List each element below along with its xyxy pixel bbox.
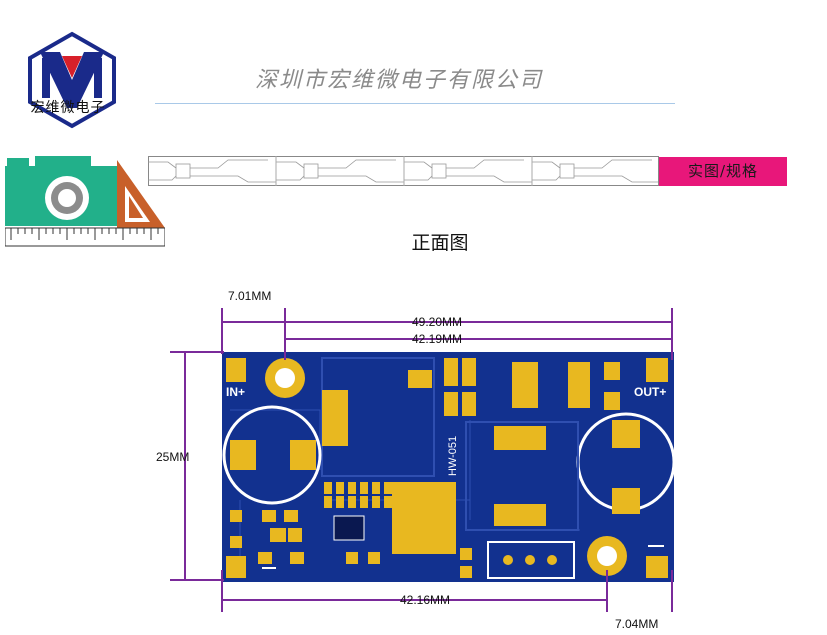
dim-hole-span-top: 42.19MM [412,332,462,346]
label-in: IN+ [226,385,245,399]
company-name: 深圳市宏维微电子有限公司 [255,68,544,93]
label-model: HW-051 [447,436,459,476]
pcb-dimension-diagram: IN+ OUT+ HW-051 7.01MM 49.20MM 42.19MM 2… [156,289,676,631]
dim-hole-offset-right: 7.04MM [615,617,658,631]
section-title: 正面图 [411,232,469,254]
dim-hole-span-bottom: 42.16MM [400,593,450,607]
set-square-icon [117,160,165,228]
dim-hole-offset-left: 7.01MM [228,289,271,303]
label-out: OUT+ [634,385,666,399]
logo-text: 宏维微电子 [30,100,106,116]
camera-icon [5,156,165,247]
logo-icon [28,31,116,129]
dim-overall-width: 49.20MM [412,315,462,329]
tab-photo-spec[interactable]: 实图/规格 [659,157,787,186]
mounting-hole-right [587,536,627,576]
mounting-hole-left [265,358,305,398]
circuit-banner [148,156,659,186]
ruler-icon [5,227,165,247]
header-divider [155,103,675,104]
dim-height: 25MM [156,450,189,464]
